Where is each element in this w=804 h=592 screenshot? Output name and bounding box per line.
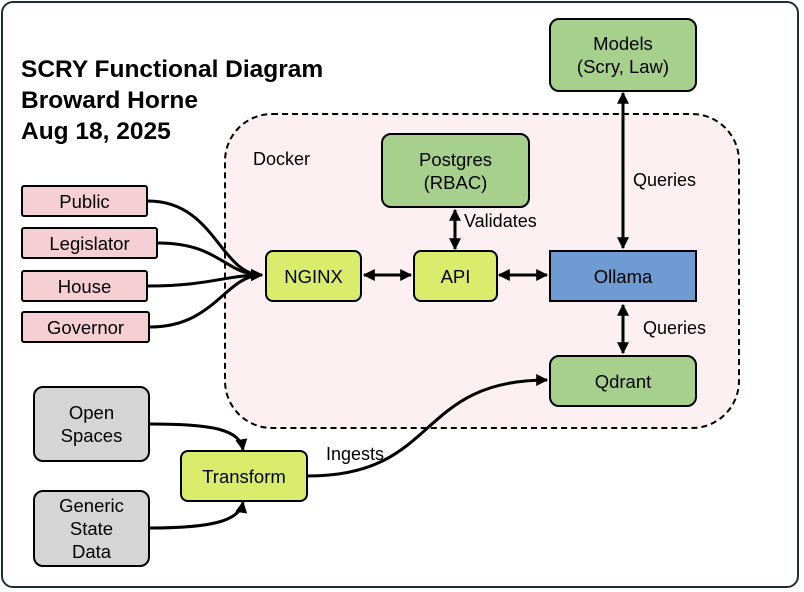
ingests-label: Ingests — [326, 444, 385, 464]
generic-state-data-line2: State — [69, 518, 114, 539]
open-spaces-line1: Open — [68, 402, 115, 423]
models-label-line1: Models — [593, 33, 653, 54]
qdrant-node: Qdrant — [549, 355, 697, 407]
docker-label: Docker — [253, 149, 311, 169]
postgres-label-line1: Postgres — [418, 148, 492, 170]
generic-state-data-node: Generic State Data — [33, 490, 150, 567]
edge-transform-qdrant — [307, 374, 549, 478]
diagram-author: Broward Horne — [21, 87, 198, 114]
postgres-label-line2: (RBAC) — [423, 171, 488, 193]
edge-public-nginx — [147, 199, 264, 281]
ollama-node: Ollama — [549, 250, 697, 302]
models-node: Models (Scry, Law) — [549, 18, 697, 92]
edge-generic-transform — [149, 500, 248, 530]
edge-governor-nginx — [149, 269, 264, 329]
public-node: Public — [21, 185, 148, 217]
validates-label: Validates — [464, 211, 537, 231]
models-label-line2: (Scry, Law) — [576, 56, 670, 77]
legislator-node: Legislator — [21, 227, 158, 259]
governor-node: Governor — [21, 311, 150, 343]
queries-models-label: Queries — [633, 170, 697, 190]
queries-qdrant-label: Queries — [643, 318, 707, 338]
postgres-node: Postgres (RBAC) — [381, 133, 530, 208]
diagram-date: Aug 18, 2025 — [21, 118, 171, 145]
diagram-title: SCRY Functional Diagram — [21, 56, 324, 83]
nginx-node: NGINX — [265, 250, 362, 302]
house-node: House — [21, 270, 148, 302]
edge-legislator-nginx — [157, 241, 264, 281]
edge-openspaces-transform — [149, 422, 248, 452]
open-spaces-node: Open Spaces — [33, 386, 150, 462]
transform-node: Transform — [180, 450, 308, 502]
open-spaces-line2: Spaces — [60, 425, 123, 446]
generic-state-data-line3: Data — [71, 541, 112, 562]
generic-state-data-line1: Generic — [59, 495, 124, 516]
api-node: API — [413, 250, 498, 302]
